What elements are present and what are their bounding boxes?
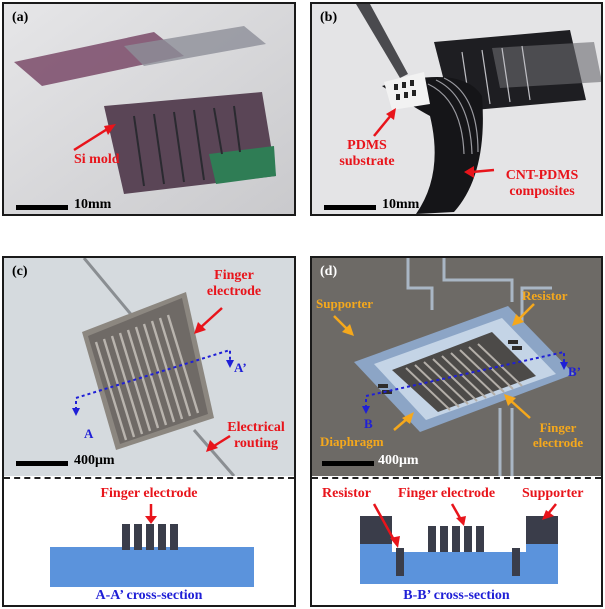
- finger-line-d: Finger: [539, 420, 577, 435]
- cnt-pdms-line: CNT-PDMS: [505, 168, 579, 183]
- si-mold-annotation: Si mold: [74, 152, 120, 167]
- electrode-line-d: electrode: [532, 435, 584, 450]
- finger-electrode-micrograph: [4, 258, 294, 476]
- panel-c-divider: [4, 477, 294, 479]
- panel-b-scale-text: 10mm: [382, 197, 420, 212]
- panel-a-scale-text: 10mm: [74, 197, 112, 212]
- panel-d-scalebar: [322, 461, 374, 466]
- diaphragm-annotation: Diaphragm: [320, 434, 384, 449]
- xsec-finger-electrode-label: Finger electrode: [100, 486, 198, 501]
- panel-d-divider: [312, 477, 601, 479]
- panel-d: (d) Supporter Resistor Diaphragm Finger …: [310, 256, 603, 607]
- routing-line: routing: [233, 436, 279, 451]
- a-a-cross-section-diagram: [50, 504, 254, 587]
- a-a-cross-section-caption: A-A’ cross-section: [95, 588, 203, 603]
- pdms-line: PDMS: [347, 138, 387, 153]
- cut-label-b: B: [364, 416, 373, 431]
- panel-b-photo: (b) PDMS substrate CNT-PDMS composites 1…: [310, 2, 603, 216]
- supporter-annotation: Supporter: [316, 296, 374, 311]
- panel-a-photo: (a) Si mold 10mm: [2, 2, 296, 216]
- xsec-finger-electrode-label-d: Finger electrode: [398, 486, 496, 501]
- panel-d-scale-text: 400μm: [378, 453, 419, 468]
- b-b-cross-section-diagram: [360, 503, 558, 584]
- panel-c: (c) Finger electrode Electrical routing …: [2, 256, 296, 607]
- electrical-line: Electrical: [227, 420, 285, 435]
- panel-c-scalebar: [16, 461, 68, 466]
- finger-line: Finger: [214, 268, 254, 283]
- finger-electrode-annotation: Finger electrode: [194, 268, 274, 300]
- panel-a-scalebar: [16, 205, 68, 210]
- cut-label-a: A: [84, 426, 94, 441]
- pdms-substrate-annotation: PDMS substrate: [332, 138, 402, 170]
- electrode-line: electrode: [206, 284, 262, 299]
- xsec-supporter-label: Supporter: [522, 486, 584, 501]
- pdms-substrate-photo: [312, 4, 601, 214]
- xsec-resistor-label: Resistor: [322, 486, 371, 501]
- panel-d-label: (d): [320, 264, 338, 279]
- electrical-routing-annotation: Electrical routing: [216, 420, 294, 452]
- composites-line: composites: [509, 184, 575, 199]
- diaphragm-micrograph: [312, 258, 601, 476]
- cnt-pdms-annotation: CNT-PDMS composites: [492, 168, 592, 200]
- panel-c-scale-text: 400μm: [74, 453, 115, 468]
- panel-b-scalebar: [324, 205, 376, 210]
- cut-label-a-prime: A’: [234, 360, 247, 375]
- b-b-cross-section-caption: B-B’ cross-section: [403, 588, 510, 603]
- resistor-annotation: Resistor: [522, 288, 568, 303]
- si-mold-photo: [4, 4, 294, 214]
- panel-a-label: (a): [12, 10, 29, 25]
- panel-b-label: (b): [320, 10, 338, 25]
- cut-label-b-prime: B’: [568, 364, 581, 379]
- panel-c-label: (c): [12, 264, 28, 279]
- substrate-line: substrate: [339, 154, 395, 169]
- finger-electrode-annotation-d: Finger electrode: [518, 420, 598, 450]
